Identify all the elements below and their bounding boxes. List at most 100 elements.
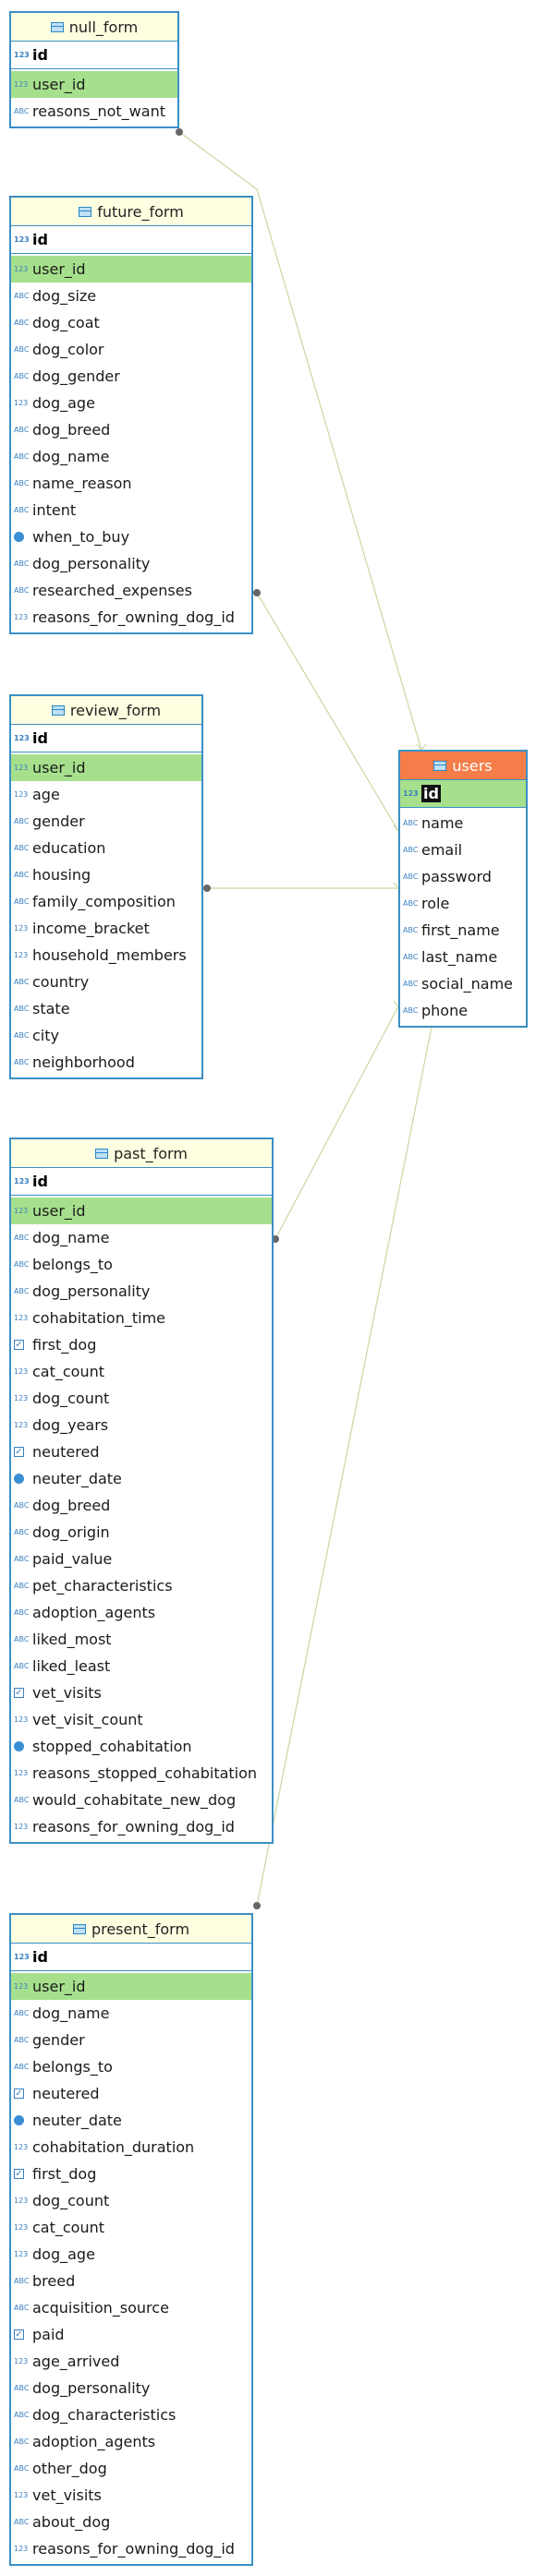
column-row[interactable]: ✓neutered	[11, 2080, 251, 2107]
relationship-line-null-form[interactable]	[178, 131, 422, 751]
column-row[interactable]: ✓first_dog	[11, 1331, 272, 1358]
column-row[interactable]: ✓neutered	[11, 1438, 272, 1465]
column-row[interactable]: ✓paid	[11, 2321, 251, 2348]
relationship-line-future-form[interactable]	[256, 592, 399, 832]
column-row[interactable]: when_to_buy	[11, 524, 251, 550]
entity-header[interactable]: future_form	[11, 198, 251, 226]
column-row[interactable]: ✓vet_visits	[11, 1679, 272, 1706]
column-row[interactable]: ✓first_dog	[11, 2161, 251, 2187]
entity-header[interactable]: review_form	[11, 696, 201, 725]
column-row[interactable]: neuter_date	[11, 1465, 272, 1492]
entity-header[interactable]: users	[400, 752, 526, 780]
relationship-line-past-form[interactable]	[274, 1005, 399, 1240]
column-row[interactable]: stopped_cohabitation	[11, 1733, 272, 1760]
relationship-line-present-form[interactable]	[256, 1021, 433, 1907]
column-row[interactable]: neuter_date	[11, 2107, 251, 2134]
entity-header[interactable]: null_form	[11, 13, 177, 42]
entity-header[interactable]: present_form	[11, 1915, 251, 1944]
entity-header[interactable]: past_form	[11, 1139, 272, 1168]
